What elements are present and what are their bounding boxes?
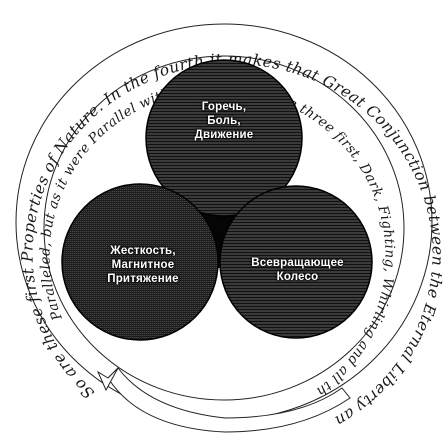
scroll-ribbon [107, 367, 351, 433]
scroll-ribbon-end [96, 367, 119, 392]
circle-right-label: Всевращающее Колесо [240, 256, 355, 284]
circle-left-line-3: Притяжение [107, 273, 179, 285]
circle-left-line-1: Жесткость, [110, 245, 176, 257]
circle-right-line-2: Колесо [276, 271, 319, 283]
circle-left-label: Жесткость, Магнитное Притяжение [88, 244, 198, 286]
circle-top-label: Горечь, Боль, Движение [174, 100, 274, 142]
circle-top [145, 59, 303, 217]
circle-right [219, 185, 373, 339]
circle-left-line-2: Магнитное [111, 259, 175, 271]
circle-top-line-3: Движение [194, 129, 254, 141]
circle-top-line-2: Боль, [207, 115, 241, 127]
circle-right-line-1: Всевращающее [251, 257, 344, 269]
circle-top-line-1: Горечь, [201, 101, 247, 113]
circle-left [61, 183, 219, 341]
inner-ring [43, 55, 405, 401]
